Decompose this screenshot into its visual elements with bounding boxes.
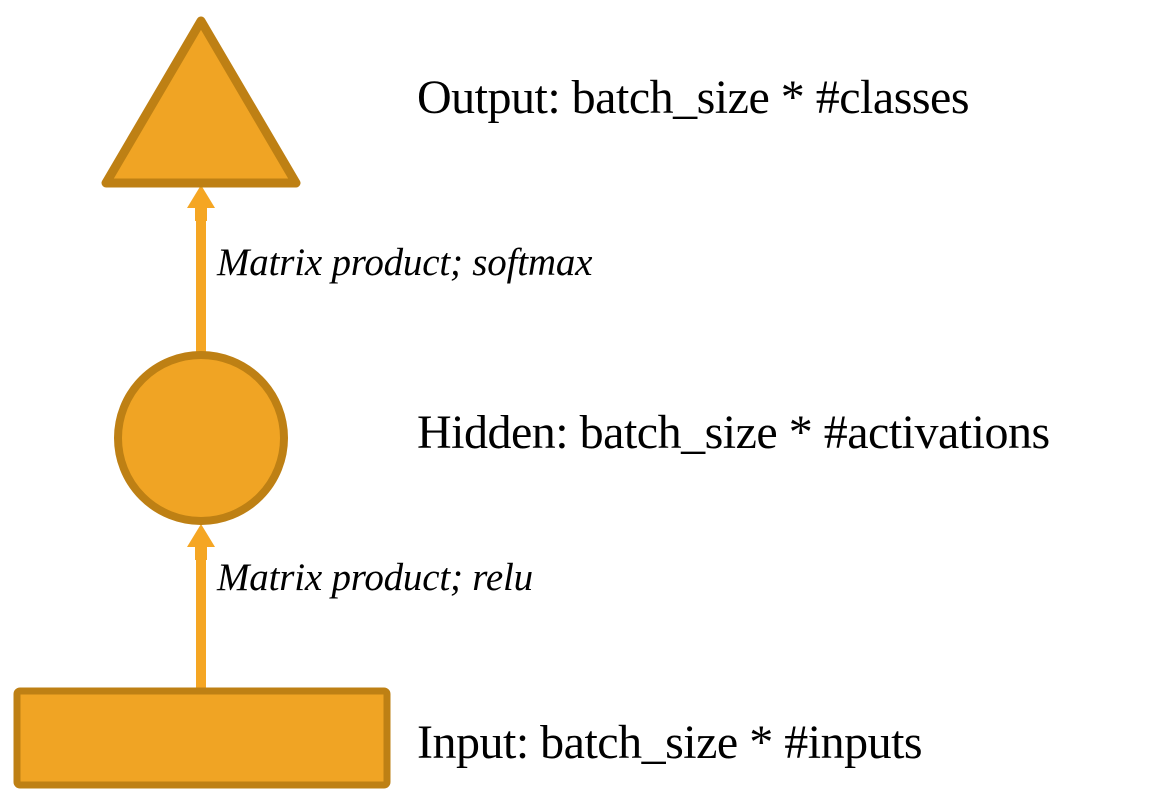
node-input-rectangle[interactable] bbox=[13, 687, 391, 789]
node-label-hidden: Hidden: batch_size * #activations bbox=[417, 406, 1050, 459]
node-label-input: Input: batch_size * #inputs bbox=[417, 716, 923, 769]
edge-label-hidden-to-output: Matrix product; softmax bbox=[217, 241, 593, 284]
edge-label-input-to-hidden: Matrix product; relu bbox=[217, 556, 533, 599]
node-output-triangle[interactable] bbox=[101, 16, 301, 188]
arrow-input-to-hidden bbox=[187, 524, 215, 689]
arrow-hidden-to-output bbox=[187, 185, 215, 352]
node-label-output: Output: batch_size * #classes bbox=[417, 71, 970, 124]
node-hidden-circle[interactable] bbox=[114, 351, 288, 525]
